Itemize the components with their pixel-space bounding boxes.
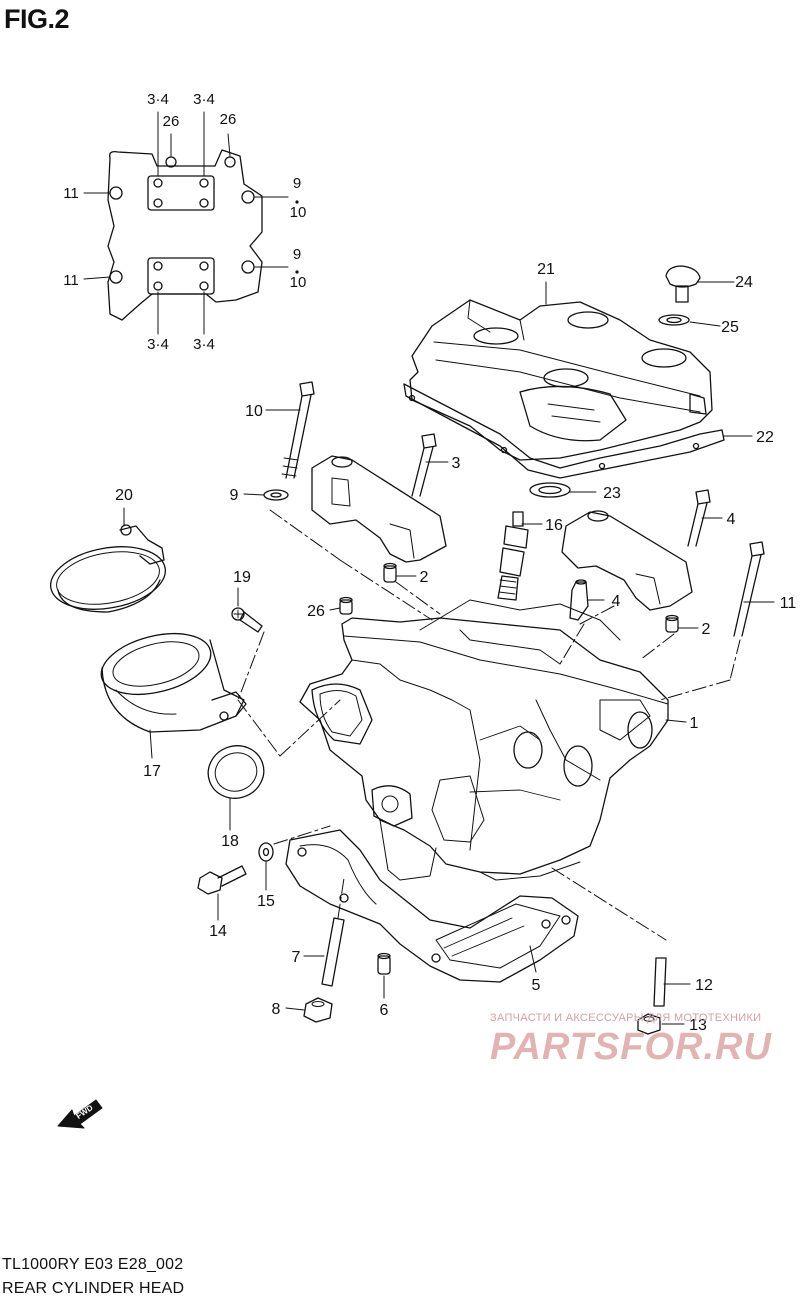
camshaft-holder-left xyxy=(311,455,447,563)
figure-title: FIG.2 xyxy=(4,4,70,34)
inset-label: 10 xyxy=(290,274,307,291)
stud-7 xyxy=(321,917,345,987)
intake-o-ring xyxy=(207,745,265,799)
callout-16: 16 xyxy=(545,517,563,534)
spark-plug xyxy=(497,511,529,601)
cylinder-head-cover xyxy=(403,299,725,479)
callout-7: 7 xyxy=(292,949,301,966)
callout-8: 8 xyxy=(272,1001,281,1018)
inset-label: 10 xyxy=(290,204,307,221)
callout-4b: 4 xyxy=(612,593,621,610)
dowel-pin-2b xyxy=(665,614,679,633)
callout-20: 20 xyxy=(115,487,133,504)
callout-15: 15 xyxy=(257,893,275,910)
inset-label: 9 xyxy=(293,246,301,263)
figure-caption: REAR CYLINDER HEAD xyxy=(2,1280,185,1297)
callout-2: 2 xyxy=(420,569,429,586)
label-separator-dot xyxy=(295,270,299,274)
intake-pipe xyxy=(100,632,247,733)
cover-bolt-and-seal xyxy=(658,265,701,326)
cylinder-head xyxy=(299,599,669,881)
callout-17: 17 xyxy=(143,763,161,780)
inset-label: 3·4 xyxy=(147,336,169,353)
inset-label: 3·4 xyxy=(193,91,215,108)
callout-26: 26 xyxy=(307,603,325,620)
callout-9: 9 xyxy=(230,487,239,504)
head-gasket xyxy=(285,829,579,983)
intake-clamp xyxy=(49,524,167,613)
callout-10: 10 xyxy=(245,403,263,420)
callout-12: 12 xyxy=(695,977,713,994)
stud-12 xyxy=(653,957,667,1007)
dowel-pin-26 xyxy=(339,596,353,615)
bolt-3 xyxy=(411,433,437,497)
bolt-pattern-inset xyxy=(83,111,289,335)
part-callouts: 21 24 25 22 10 3 9 23 20 16 4 2 19 26 4 … xyxy=(115,261,796,1034)
washer-9 xyxy=(263,489,289,501)
callout-3: 3 xyxy=(452,455,461,472)
callout-2b: 2 xyxy=(702,621,711,638)
callout-24: 24 xyxy=(735,274,753,291)
callout-21: 21 xyxy=(537,261,555,278)
inset-label: 26 xyxy=(220,111,237,128)
callout-11: 11 xyxy=(780,595,797,612)
washer-15 xyxy=(258,842,274,862)
callout-18: 18 xyxy=(221,833,239,850)
callout-23: 23 xyxy=(603,485,621,502)
label-separator-dot xyxy=(295,200,299,204)
callout-1: 1 xyxy=(690,715,699,732)
nut-8 xyxy=(303,997,333,1023)
bolt-4 xyxy=(687,489,711,547)
model-code: TL1000RY E03 E28_002 xyxy=(2,1256,184,1273)
callout-22: 22 xyxy=(756,429,774,446)
watermark-brand: PARTSFOR.RU xyxy=(490,1026,772,1068)
callout-5: 5 xyxy=(532,977,541,994)
callout-25: 25 xyxy=(721,319,739,336)
plug-hole-seal xyxy=(529,482,571,498)
callout-leaders xyxy=(123,281,775,1025)
stud-sleeve-4 xyxy=(569,579,589,621)
assembly-guide-lines xyxy=(237,509,741,941)
forward-arrow: FWD xyxy=(57,1099,103,1129)
long-bolt-11 xyxy=(733,541,765,637)
inset-label: 3·4 xyxy=(193,336,215,353)
callout-6: 6 xyxy=(380,1002,389,1019)
callout-4: 4 xyxy=(727,511,736,528)
inset-labels: 3·4 3·4 26 26 11 11 9 10 9 10 3·4 3·4 xyxy=(63,91,306,353)
dowel-pin-2a xyxy=(383,562,397,583)
bolt-14 xyxy=(197,865,247,895)
dowel-pin-6 xyxy=(377,952,391,975)
inset-label: 11 xyxy=(63,185,79,202)
inset-label: 26 xyxy=(163,113,180,130)
inset-label: 9 xyxy=(293,175,301,192)
callout-13: 13 xyxy=(689,1017,707,1034)
nut-13 xyxy=(637,1013,661,1035)
long-bolt-10 xyxy=(281,381,315,479)
inset-label: 3·4 xyxy=(147,91,169,108)
inset-label: 11 xyxy=(63,272,79,289)
callout-19: 19 xyxy=(233,569,251,586)
watermark-subtitle: ЗАПЧАСТИ И АКСЕССУАРЫ ДЛЯ МОТОТЕХНИКИ xyxy=(490,1012,762,1024)
camshaft-holder-right xyxy=(561,510,693,611)
callout-14: 14 xyxy=(209,923,227,940)
clamp-screw-19 xyxy=(231,607,263,633)
